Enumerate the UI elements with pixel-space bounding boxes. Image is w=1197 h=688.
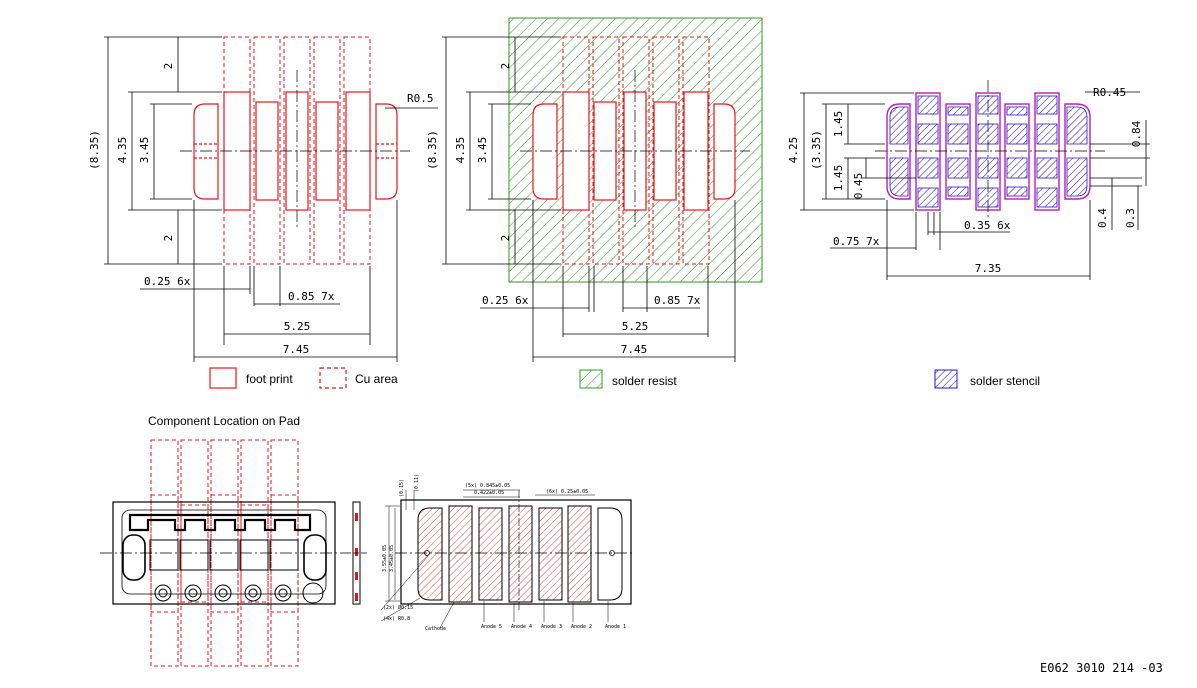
dim2-345: 3.45 — [476, 137, 489, 164]
legend: foot print Cu area solder resist solder … — [209, 367, 1040, 389]
anode-cathode-detail: (0.15) (0.11) (5x) 0.845±0.05 0.422±0.05… — [380, 474, 635, 632]
legend-footprint-label: foot print — [246, 372, 293, 386]
dim3-035-6x: 0.35 6x — [964, 219, 1011, 232]
dim-835: (8.35) — [88, 130, 101, 170]
legend-solder-resist-swatch — [579, 369, 603, 389]
dim-2-bottom: 2 — [162, 235, 175, 242]
dim-525: 5.25 — [284, 320, 311, 333]
dim-085-7x: 0.85 7x — [288, 290, 335, 303]
legend-footprint-swatch — [209, 367, 237, 389]
legend-cu-area-swatch — [319, 367, 347, 389]
lbl-4x: (4x) R0.8 — [383, 616, 410, 622]
legend-solder-resist-label: solder resist — [612, 374, 677, 388]
legend-cu-area-label: Cu area — [355, 372, 398, 386]
dim3-075-7x: 0.75 7x — [833, 235, 880, 248]
lbl-anode4: Anode 4 — [511, 624, 532, 630]
lbl-2x: (2x) Ø0.15 — [383, 604, 413, 611]
dim3-335: (3.35) — [810, 130, 823, 170]
dim-r05: R0.5 — [407, 92, 434, 105]
dim2-2-bottom: 2 — [499, 235, 512, 242]
dim3-045: 0.45 — [852, 173, 865, 200]
dim3-084: 0.84 — [1130, 120, 1143, 147]
stencil-apertures — [889, 95, 1088, 208]
footprint-pads — [193, 91, 398, 211]
lbl-anode1: Anode 1 — [605, 624, 626, 630]
dim-745: 7.45 — [283, 343, 310, 356]
document-number: E062 3010 214 -03 — [1040, 661, 1163, 675]
dim2-435: 4.35 — [454, 137, 467, 164]
dim3-735: 7.35 — [975, 262, 1002, 275]
dim3-145-top: 1.45 — [832, 111, 845, 138]
lbl-anode2: Anode 2 — [571, 624, 592, 630]
lbl-anode5: Anode 5 — [481, 624, 502, 630]
dim2-025-6x: 0.25 6x — [482, 294, 529, 307]
lbl-5x: (5x) 0.845±0.05 — [465, 483, 510, 489]
lbl-cathode: Cathode — [425, 626, 446, 632]
dim-435: 4.35 — [116, 137, 129, 164]
lbl-anode3: Anode 3 — [541, 624, 562, 630]
dim2-2-top: 2 — [499, 63, 512, 70]
dim2-835: (8.35) — [426, 130, 439, 170]
lbl-345: 3.45±0.05 — [389, 545, 395, 572]
lbl-0422: 0.422±0.05 — [474, 490, 504, 496]
dim2-085-7x: 0.85 7x — [654, 294, 701, 307]
legend-solder-stencil-label: solder stencil — [970, 374, 1040, 388]
solder-stencil-view: 4.25 (3.35) 1.45 1.45 0.45 R0.45 0.84 0.… — [787, 80, 1150, 280]
lbl-011: (0.11) — [414, 474, 420, 492]
lbl-355: 3.55±0.05 — [382, 545, 388, 572]
dim3-425: 4.25 — [787, 137, 800, 164]
component-side-view — [345, 501, 368, 605]
dim3-04: 0.4 — [1096, 208, 1109, 228]
dim3-r045: R0.45 — [1093, 86, 1126, 99]
dim-2-top: 2 — [162, 63, 175, 70]
footprint-view: (8.35) 4.35 3.45 2 2 R0.5 0.25 6x 0.85 7… — [88, 36, 438, 362]
legend-solder-stencil-swatch — [934, 369, 958, 389]
lbl-6x: (6x) 0.25±0.05 — [546, 489, 588, 495]
dim3-145-bottom: 1.45 — [832, 165, 845, 192]
dim3-03: 0.3 — [1124, 208, 1137, 228]
solder-resist-view: (8.35) 4.35 3.45 2 2 0.25 6x 0.85 7x 5.2… — [426, 17, 763, 362]
component-on-pad-view — [100, 439, 345, 667]
dim2-525: 5.25 — [622, 320, 649, 333]
dim2-745: 7.45 — [621, 343, 648, 356]
lbl-015: (0.15) — [399, 479, 405, 497]
dim-345: 3.45 — [138, 137, 151, 164]
dim-025-6x: 0.25 6x — [144, 275, 191, 288]
component-title: Component Location on Pad — [148, 414, 300, 428]
